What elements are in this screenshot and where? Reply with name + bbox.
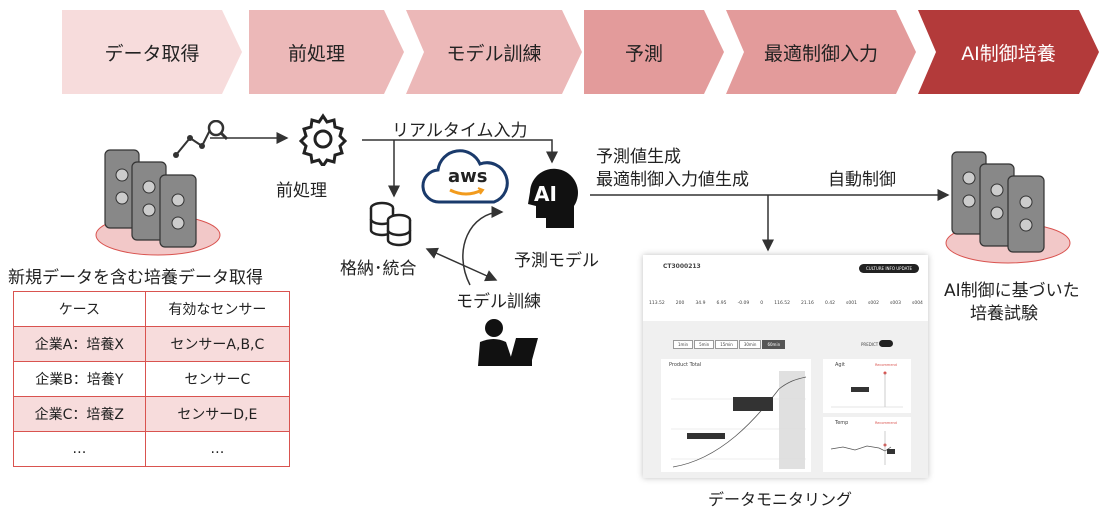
culture-update-button[interactable]: CULTURE INFO UPDATE <box>859 264 919 273</box>
tab-60min[interactable]: 60min <box>762 340 786 349</box>
temp-chart-title: Temp <box>835 420 849 426</box>
predict-label: PREDICT <box>861 342 879 347</box>
metric-value: s003 <box>890 301 901 306</box>
data-acquisition-label: 新規データを含む培養データ取得 <box>8 268 263 288</box>
metric-value: 200 <box>675 301 685 306</box>
auto-control-label: 自動制御 <box>828 170 896 190</box>
database-icon <box>369 201 412 247</box>
metrics-row: 113.52 200 34.9 6.95 -0.09 0 116.52 21.1… <box>649 301 923 306</box>
aws-cloud-icon <box>421 149 509 204</box>
metric-value: s001 <box>846 301 857 306</box>
agit-recommend: Recommend <box>875 363 897 367</box>
step-label: データ取得 <box>104 42 200 65</box>
model-training-label: モデル訓練 <box>456 292 541 312</box>
table-row: 企業C：培養Z センサーD,E <box>13 396 291 432</box>
agit-chart-plot <box>831 371 903 408</box>
metric-value: 6.95 <box>716 301 727 306</box>
sensor-cell: センサーC <box>144 361 291 397</box>
step-label: 前処理 <box>287 42 345 65</box>
temp-chart-panel: Temp Recommend <box>823 417 911 472</box>
tab-15min[interactable]: 15min <box>715 340 738 349</box>
agit-chart-title: Agit <box>835 362 845 368</box>
bioreactor-illustration <box>95 120 229 256</box>
header-case: ケース <box>13 291 146 327</box>
monitoring-dashboard: CT3000213 CULTURE INFO UPDATE 113.52 200… <box>643 255 928 478</box>
ai-head-icon <box>528 168 578 228</box>
time-tabs: 1min 5min 15min 30min 60min <box>673 340 786 349</box>
preprocess-label: 前処理 <box>276 181 327 201</box>
metric-value: 116.52 <box>774 301 790 306</box>
case-cell: 企業B：培養Y <box>13 361 146 397</box>
ai-label: AI <box>534 182 557 206</box>
metric-value: -0.09 <box>737 301 750 306</box>
step-label: モデル訓練 <box>446 42 542 65</box>
tab-30min[interactable]: 30min <box>738 340 762 349</box>
metric-value: 21.16 <box>801 301 814 306</box>
chevron-shape <box>62 10 242 94</box>
metric-value: 0.42 <box>824 301 835 306</box>
realtime-input-label: リアルタイム入力 <box>392 121 528 141</box>
prediction-model-label: 予測モデル <box>514 251 599 271</box>
step-model-training: モデル訓練 <box>406 10 582 94</box>
case-cell: 企業A：培養X <box>13 326 146 362</box>
bioreactor-illustration-ai <box>945 151 1071 264</box>
step-prediction: 予測 <box>584 10 724 94</box>
aws-label: aws <box>448 166 488 187</box>
metric-value: s004 <box>911 301 923 306</box>
metric-value: 34.9 <box>695 301 706 306</box>
data-monitoring-label: データモニタリング <box>708 490 853 509</box>
tab-1min[interactable]: 1min <box>673 340 694 349</box>
product-chart-panel: Product Total <box>661 359 811 472</box>
metric-value: 113.52 <box>649 301 665 306</box>
chevron-shape <box>918 10 1099 94</box>
case-cell: … <box>13 431 146 467</box>
storage-label: 格納･統合 <box>340 259 417 279</box>
step-label: AI制御培養 <box>961 42 1056 65</box>
temp-chart-plot <box>830 431 895 465</box>
table-header-row: ケース 有効なセンサー <box>13 291 291 327</box>
sensor-cell: センサーA,B,C <box>144 326 291 362</box>
prediction-line1: 予測値生成 <box>596 147 681 167</box>
step-label: 予測 <box>624 42 663 65</box>
step-preprocess: 前処理 <box>249 10 404 94</box>
step-ai-culture: AI制御培養 <box>918 10 1099 94</box>
step-data-acquisition: データ取得 <box>62 10 242 94</box>
case-cell: 企業C：培養Z <box>13 396 146 432</box>
table-row: … … <box>13 431 291 467</box>
temp-recommend: Recommend <box>875 421 897 425</box>
agit-chart-panel: Agit Recommend <box>823 359 911 413</box>
gear-icon <box>298 113 348 166</box>
dashboard-title: CT3000213 <box>663 263 701 270</box>
tab-5min[interactable]: 5min <box>694 340 715 349</box>
culture-update-label: CULTURE INFO UPDATE <box>866 266 912 271</box>
chevron-shape <box>406 10 582 94</box>
table-row: 企業B：培養Y センサーC <box>13 361 291 397</box>
metric-value: 0 <box>760 301 764 306</box>
step-optimal-control: 最適制御入力 <box>726 10 916 94</box>
table-row: 企業A：培養X センサーA,B,C <box>13 326 291 362</box>
chevron-shape <box>249 10 404 94</box>
cases-table: ケース 有効なセンサー 企業A：培養X センサーA,B,C 企業B：培養Y セン… <box>13 291 291 467</box>
person-laptop-icon <box>478 319 538 366</box>
header-sensor: 有効なセンサー <box>144 291 291 327</box>
metric-value: s002 <box>868 301 879 306</box>
product-chart-title: Product Total <box>669 362 702 368</box>
chevron-shape <box>726 10 916 94</box>
sensor-cell: … <box>144 431 291 467</box>
ai-culture-line2: 培養試験 <box>970 304 1038 324</box>
prediction-line2: 最適制御入力値生成 <box>596 170 749 190</box>
ai-culture-line1: AI制御に基づいた <box>944 281 1080 301</box>
step-label: 最適制御入力 <box>763 42 878 65</box>
chevron-shape <box>584 10 724 94</box>
product-chart-plot <box>671 371 807 469</box>
sensor-cell: センサーD,E <box>144 396 291 432</box>
predict-toggle[interactable] <box>879 340 893 347</box>
